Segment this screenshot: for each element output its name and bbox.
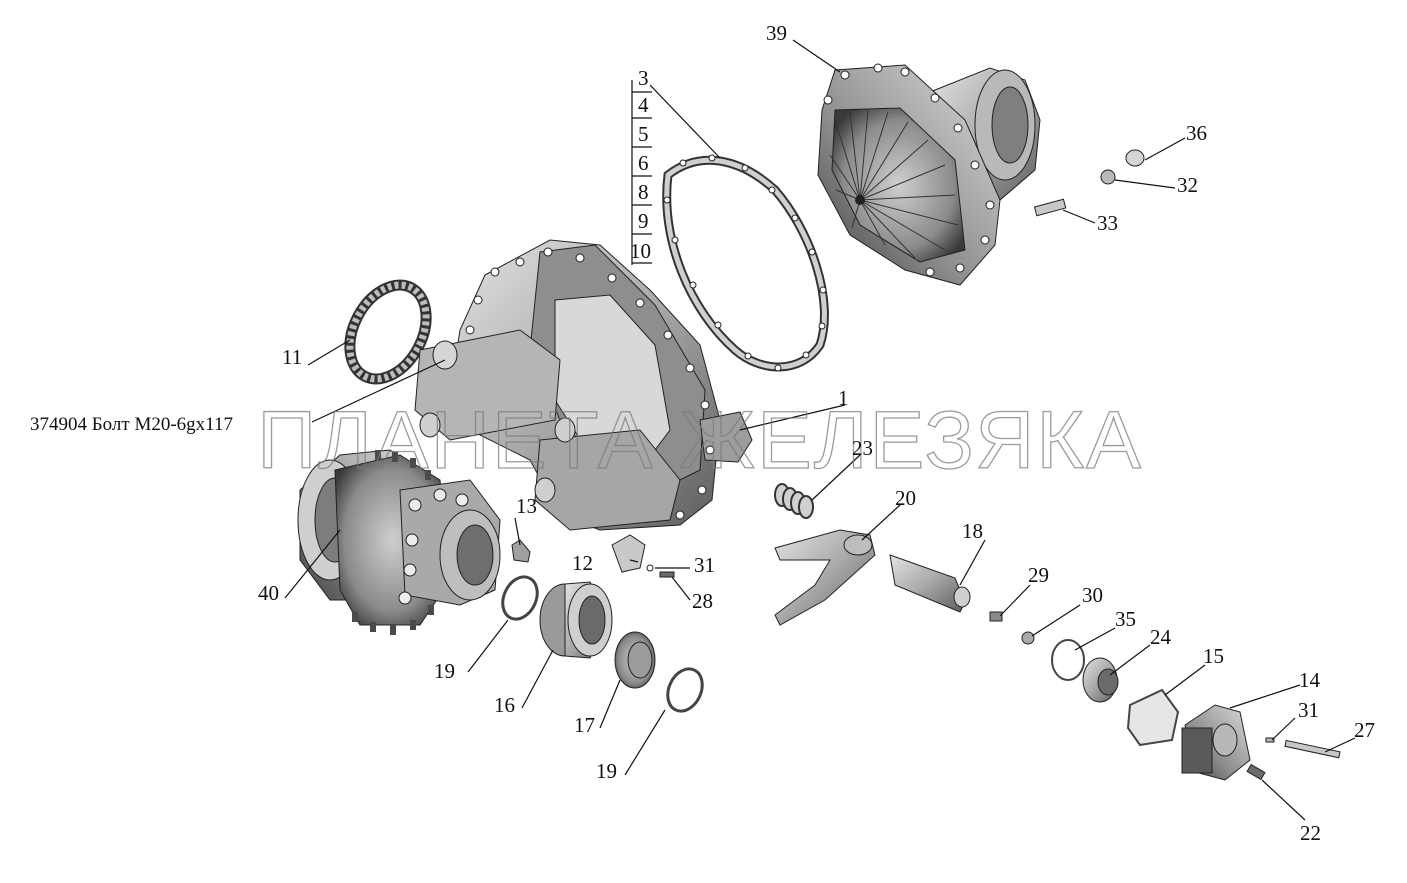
shift-fork-part-20: [774, 529, 876, 626]
label-28: 28: [692, 589, 713, 613]
nut-part-30: [1021, 631, 1035, 645]
label-31b: 31: [1298, 698, 1319, 722]
small-bracket-part-12: [611, 534, 646, 573]
label-33: 33: [1097, 211, 1118, 235]
label-1: 1: [838, 386, 849, 410]
washer-part-31b: [1265, 737, 1275, 743]
shift-rod-part-18: [889, 554, 971, 613]
tab-washer-part-13: [511, 539, 531, 563]
label-12: 12: [572, 551, 593, 575]
label-40: 40: [258, 581, 279, 605]
carrier-housing-part-1: [414, 239, 753, 531]
label-36: 36: [1186, 121, 1207, 145]
label-30: 30: [1082, 583, 1103, 607]
spring-part-23: [774, 483, 814, 519]
label-11: 11: [282, 345, 302, 369]
bolt-callout-label: 374904 Болт М20-6gx117: [30, 414, 233, 435]
pin-part-27: [1284, 739, 1341, 759]
bolt-part-22: [1246, 763, 1266, 781]
label-35: 35: [1115, 607, 1136, 631]
gasket-part-15: [1126, 688, 1180, 747]
label-stack-9: 9: [638, 209, 649, 233]
snap-ring-part-19a: [501, 575, 539, 621]
label-16: 16: [494, 693, 515, 717]
nut-part-36: [1125, 149, 1145, 167]
leader-lines: [284, 39, 1356, 821]
washer-part-32: [1100, 169, 1116, 185]
washer-part-31a: [646, 564, 654, 572]
label-24: 24: [1150, 625, 1172, 649]
label-17: 17: [574, 713, 595, 737]
label-18: 18: [962, 519, 983, 543]
o-ring-part-35: [1051, 639, 1085, 681]
stud-part-33: [1033, 198, 1067, 217]
label-27: 27: [1354, 718, 1375, 742]
watermark-text: ПЛАНЕТА ЖЕЛЕЗЯКА: [257, 395, 1143, 486]
gear-coupling-part-17: [614, 631, 656, 689]
label-39: 39: [766, 21, 787, 45]
label-stack-6: 6: [638, 151, 649, 175]
label-20: 20: [895, 486, 916, 510]
label-stack-8: 8: [638, 180, 649, 204]
label-stack-3: 3: [638, 66, 649, 90]
coupling-sleeve-part-16: [539, 581, 613, 659]
label-31a: 31: [694, 553, 715, 577]
label-15: 15: [1203, 644, 1224, 668]
differential-assembly-part-40: [297, 449, 501, 635]
label-13: 13: [516, 494, 537, 518]
label-32: 32: [1177, 173, 1198, 197]
label-23: 23: [852, 436, 873, 460]
label-29: 29: [1028, 563, 1049, 587]
label-stack-10: 10: [630, 239, 651, 263]
label-19b: 19: [596, 759, 617, 783]
label-14: 14: [1299, 668, 1321, 692]
pin-part-29: [989, 611, 1003, 622]
cylinder-block-part-14: [1181, 704, 1251, 781]
label-19a: 19: [434, 659, 455, 683]
bearing-ring-part-11: [344, 279, 432, 385]
piston-part-24: [1082, 657, 1119, 703]
ring-gear-housing-part-39: [817, 63, 1041, 286]
label-22: 22: [1300, 821, 1321, 845]
gasket-part-3: [662, 154, 829, 372]
label-stack-4: 4: [638, 93, 649, 117]
small-screw-part-28: [659, 571, 675, 578]
snap-ring-part-19b: [666, 667, 704, 713]
label-stack-5: 5: [638, 122, 649, 146]
